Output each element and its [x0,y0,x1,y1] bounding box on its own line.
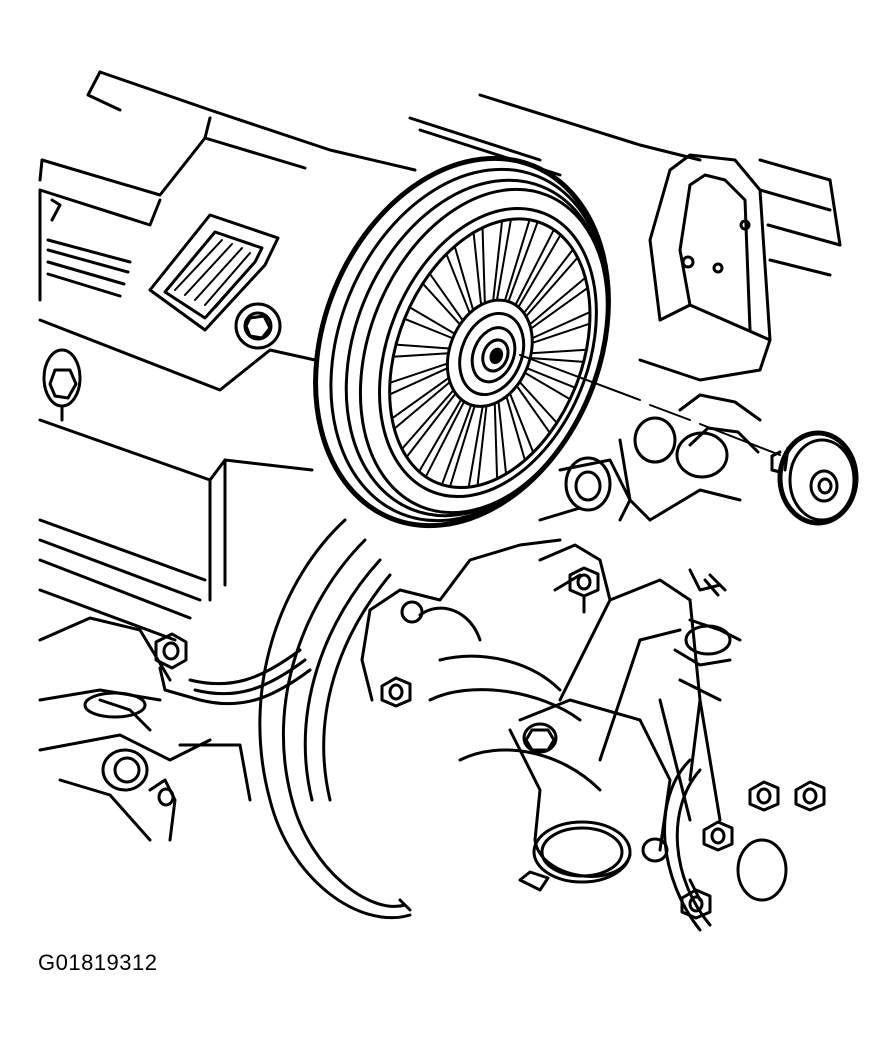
cover-bolt-upper [234,302,282,350]
pulley-spoke [392,343,451,358]
pulley-spoke [400,389,457,458]
pulley-spoke [523,367,577,401]
pulley-spoke [445,245,475,315]
bypass-hose [658,568,742,822]
timing-cover-plug [736,838,788,902]
pulley-spoke [472,226,486,306]
bolt-lower-left [154,632,202,702]
bolt-tc-2 [794,780,826,812]
pulley-spoke [467,404,488,489]
pulley-spoke [421,272,464,326]
water-outlet-housing [360,538,702,792]
cover-bolt-left [42,348,82,422]
pulley-spoke [522,248,579,318]
pulley-spoke [529,348,588,363]
pulley-spoke [531,311,591,344]
bolt-tc-1 [748,780,780,812]
pulley-spoke [514,228,562,309]
pulley-spoke [505,392,535,462]
pulley-spoke [493,400,508,480]
lower-block-details [38,616,312,842]
housing-tabs [398,870,550,912]
bolt-tc-3 [702,820,734,852]
pulley-spoke [403,306,456,340]
pulley-spoke [528,276,589,330]
housing-bolts [154,566,600,708]
bolt-left [380,676,412,708]
lower-bracket [538,456,632,522]
pulley-spoke [492,218,512,302]
cover-vent [148,213,280,332]
pulley-spoke [418,398,466,478]
thermostat-neck [508,698,672,884]
pulley-cap [770,430,859,526]
pulley-spoke [440,403,476,488]
pulley-spoke [515,380,558,434]
pulley-spoke [388,362,449,396]
pulley-spoke [503,218,539,303]
harmonic-balancer [258,518,412,920]
timing-cover-bolts [663,758,826,932]
pulley-spoke [390,376,451,430]
accessory-bracket [618,153,772,522]
pulley-spokes [388,218,591,489]
idler-pulley [313,155,611,529]
figure-id-label: G01819312 [38,950,158,975]
bolt-top [568,566,600,614]
